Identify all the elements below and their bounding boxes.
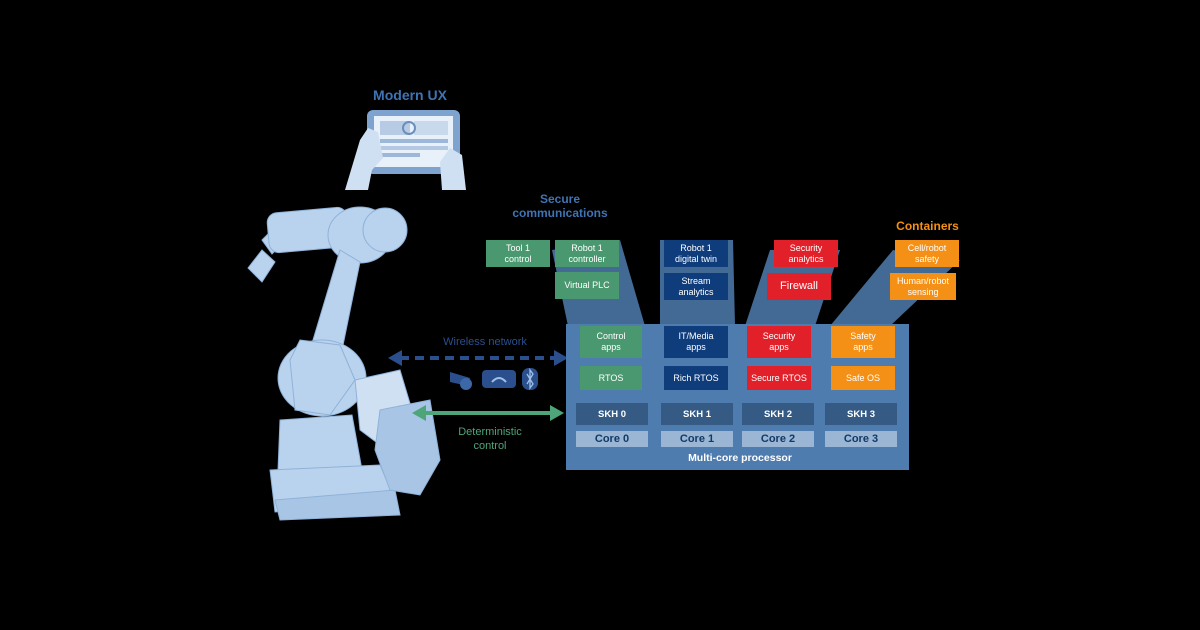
wireless-network-label: Wireless network — [443, 336, 527, 348]
robot-1-controller-box: Robot 1 controller — [555, 240, 619, 267]
human-robot-sensing-box: Human/robot sensing — [890, 273, 956, 300]
stream-analytics-box: Stream analytics — [664, 273, 728, 300]
containers-label: Containers — [896, 219, 959, 233]
core-3-box: Core 3 — [825, 431, 897, 447]
security-apps-box: Security apps — [747, 326, 811, 358]
security-analytics-box: Security analytics — [774, 240, 838, 267]
safety-apps-box: Safety apps — [831, 326, 895, 358]
skh-0-box: SKH 0 — [576, 403, 648, 425]
control-apps-box: Control apps — [580, 326, 642, 358]
wireless-5g-icon — [450, 372, 472, 390]
skh-1-box: SKH 1 — [661, 403, 733, 425]
secure-communications-label: Secure communications — [512, 192, 608, 220]
skh-3-box: SKH 3 — [825, 403, 897, 425]
firewall-box: Firewall — [767, 273, 831, 300]
virtual-plc-box: Virtual PLC — [555, 272, 619, 299]
core-2-box: Core 2 — [742, 431, 814, 447]
cell-robot-safety-box: Cell/robot safety — [895, 240, 959, 267]
secure-rtos-box: Secure RTOS — [747, 366, 811, 390]
tablet-hands-image — [345, 110, 466, 190]
deterministic-control-arrow — [412, 405, 564, 421]
core-0-box: Core 0 — [576, 431, 648, 447]
core-1-box: Core 1 — [661, 431, 733, 447]
wireless-network-arrow — [388, 350, 568, 366]
wifi-icon — [482, 370, 516, 388]
modern-ux-label: Modern UX — [373, 87, 447, 103]
tool-1-control-box: Tool 1 control — [486, 240, 550, 267]
bluetooth-icon — [522, 368, 538, 390]
robot-arm-image — [247, 206, 441, 521]
safe-os-box: Safe OS — [831, 366, 895, 390]
it-media-apps-box: IT/Media apps — [664, 326, 728, 358]
rtos-box: RTOS — [580, 366, 642, 390]
rich-rtos-box: Rich RTOS — [664, 366, 728, 390]
skh-2-box: SKH 2 — [742, 403, 814, 425]
multicore-processor-label: Multi-core processor — [688, 452, 792, 464]
deterministic-control-label: Deterministic control — [458, 426, 522, 452]
robot-1-digital-twin-box: Robot 1 digital twin — [664, 240, 728, 267]
